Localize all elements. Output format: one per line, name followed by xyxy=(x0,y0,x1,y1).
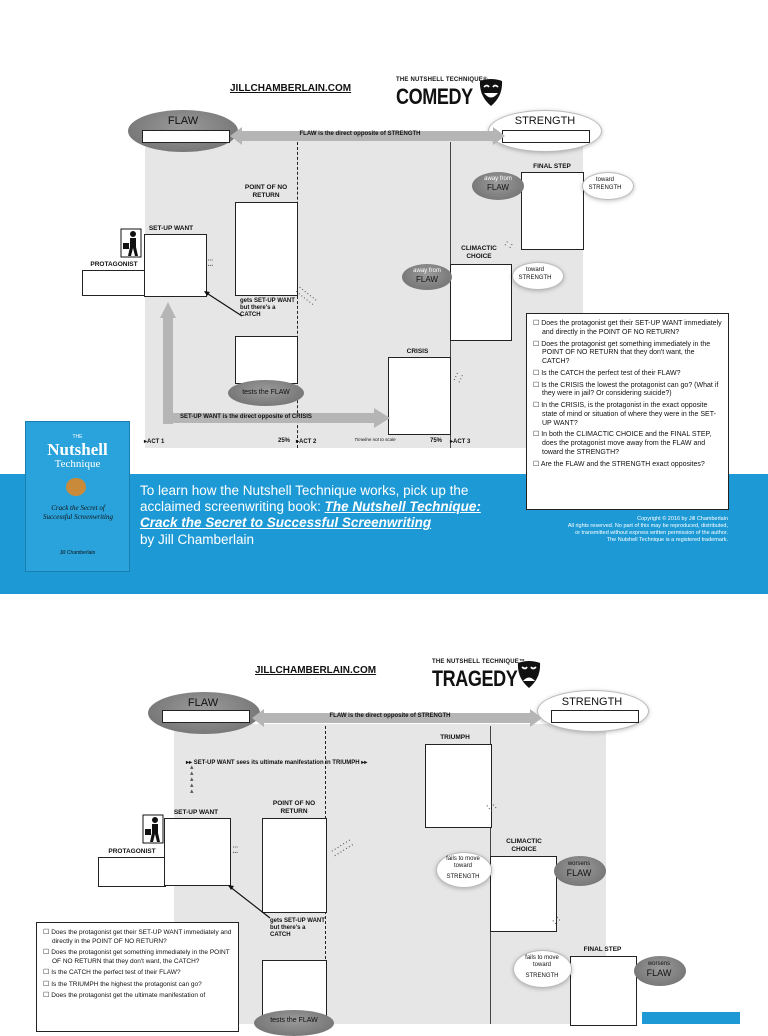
promo-line-1: To learn how the Nutshell Technique work… xyxy=(140,483,510,499)
comedy-mask-icon xyxy=(478,78,504,108)
strength-field[interactable] xyxy=(502,130,590,143)
setup-want-box[interactable] xyxy=(144,234,207,297)
book-nut-icon xyxy=(66,478,86,496)
footsteps-1: ⁚⁚⁚ xyxy=(207,258,213,269)
flaw-label: FLAW xyxy=(158,115,208,127)
checklist-item[interactable]: Does the protagonist get their SET-UP WA… xyxy=(533,320,722,338)
protagonist-field[interactable] xyxy=(82,270,146,296)
point-of-no-return-label-2: POINT OF NO RETURN xyxy=(266,800,322,816)
setup-crisis-arrow xyxy=(160,296,390,430)
protagonist-label-2: PROTAGONIST xyxy=(100,848,164,856)
setup-want-label: SET-UP WANT xyxy=(146,225,196,233)
away-flaw-word-1: FLAW xyxy=(404,275,450,284)
triumph-label: TRIUMPH xyxy=(430,734,480,742)
checklist-item[interactable]: Does the protagonist get their SET-UP WA… xyxy=(43,929,232,946)
climactic-choice-label-2: CLIMACTIC CHOICE xyxy=(500,838,548,854)
timeline-note: Timeline not to scale xyxy=(345,437,405,442)
point-of-no-return-label: POINT OF NO RETURN xyxy=(240,184,292,200)
checklist-item[interactable]: Does the protagonist get the ultimate ma… xyxy=(43,992,232,1001)
fails-label-2: fails to move toward xyxy=(518,955,566,969)
fails-strength-word-1: STRENGTH xyxy=(440,874,486,881)
final-step-label-2: FINAL STEP xyxy=(575,946,630,954)
brand-label-2: THE NUTSHELL TECHNIQUE™ xyxy=(432,659,525,665)
copyright: Copyright © 2016 by Jill Chamberlain All… xyxy=(470,516,728,545)
final-step-box[interactable] xyxy=(521,172,584,250)
crisis-label: CRISIS xyxy=(395,348,440,356)
checklist-item[interactable]: In the CRISIS, is the protagonist in the… xyxy=(533,402,722,428)
promo-text: To learn how the Nutshell Technique work… xyxy=(140,483,510,548)
promo-book-link-2[interactable]: Crack the Secret to Successful Screenwri… xyxy=(140,515,431,530)
checklist-item[interactable]: Does the protagonist get something immed… xyxy=(43,949,232,966)
protagonist-icon-2 xyxy=(142,814,164,844)
book-cover[interactable]: THE Nutshell Technique Crack the Secret … xyxy=(25,421,130,572)
promo-book-link[interactable]: The Nutshell Technique: xyxy=(325,499,481,514)
book-title-2: Technique xyxy=(26,458,129,470)
strength-field-2[interactable] xyxy=(551,710,639,723)
toward-label-1: toward xyxy=(512,267,558,274)
checklist-item[interactable]: Is the CRISIS the lowest the protagonist… xyxy=(533,382,722,400)
flaw-field-2[interactable] xyxy=(162,710,250,723)
genre-title: COMEDY xyxy=(396,84,473,110)
triumph-box[interactable] xyxy=(425,744,492,828)
toward-strength-word-1: STRENGTH xyxy=(512,275,558,282)
genre-title-2: TRAGEDY xyxy=(432,666,517,692)
setup-want-label-2: SET-UP WANT xyxy=(170,809,222,817)
triumph-arrows: ▴▴▴▴▴ xyxy=(190,765,193,795)
checklist-item[interactable]: Is the CATCH the perfect test of their F… xyxy=(533,370,722,379)
toward-label-2: toward xyxy=(582,177,628,184)
away-flaw-word-2: FLAW xyxy=(475,183,521,192)
tragedy-banner-corner xyxy=(642,1012,740,1024)
setup-want-box-2[interactable] xyxy=(164,818,231,886)
promo-line-3: Crack the Secret to Successful Screenwri… xyxy=(140,515,510,531)
site-link[interactable]: JILLCHAMBERLAIN.COM xyxy=(230,83,351,94)
checklist-item[interactable]: In both the CLIMACTIC CHOICE and the FIN… xyxy=(533,431,722,457)
promo-by: by Jill Chamberlain xyxy=(140,532,510,548)
act3-label: ▸ACT 3 xyxy=(450,438,470,445)
book-title-1: Nutshell xyxy=(26,440,129,460)
climactic-choice-box-2[interactable] xyxy=(490,856,557,932)
site-link-2[interactable]: JILLCHAMBERLAIN.COM xyxy=(255,665,376,676)
climactic-choice-label: CLIMACTIC CHOICE xyxy=(455,245,503,261)
final-step-label: FINAL STEP xyxy=(526,163,578,171)
checklist-item[interactable]: Is the CATCH the perfect test of their F… xyxy=(43,969,232,978)
final-step-box-2[interactable] xyxy=(570,956,637,1026)
book-author: Jill Chamberlain xyxy=(26,550,129,556)
promo-line-2: acclaimed screenwriting book: The Nutshe… xyxy=(140,499,510,515)
footsteps-5: ⁚⁚⁚ xyxy=(232,845,238,856)
strength-label-2: STRENGTH xyxy=(552,696,632,708)
fails-label-1: fails to move toward xyxy=(440,856,486,870)
flaw-strength-note-2: FLAW is the direct opposite of STRENGTH xyxy=(310,713,470,720)
pct75-label: 75% xyxy=(430,438,442,444)
fails-strength-word-2: STRENGTH xyxy=(518,973,566,980)
protagonist-label: PROTAGONIST xyxy=(86,261,142,269)
tragedy-checklist: Does the protagonist get their SET-UP WA… xyxy=(36,922,239,1032)
catch-pointer-arrow-2 xyxy=(226,884,272,920)
protagonist-icon xyxy=(120,228,142,258)
book-subtitle: Crack the Secret of Successful Screenwri… xyxy=(38,504,118,522)
flaw-label-2: FLAW xyxy=(178,697,228,709)
climactic-choice-box[interactable] xyxy=(450,264,512,341)
point-of-no-return-box[interactable] xyxy=(235,202,298,296)
tragedy-mask-icon xyxy=(516,660,542,690)
setup-crisis-note: SET-UP WANT is the direct opposite of CR… xyxy=(180,414,360,421)
triumph-note: ▸▸ SET-UP WANT sees its ultimate manifes… xyxy=(186,760,426,767)
comedy-checklist: Does the protagonist get their SET-UP WA… xyxy=(526,313,729,510)
checklist-item[interactable]: Does the protagonist get something immed… xyxy=(533,341,722,367)
checklist-item[interactable]: Are the FLAW and the STRENGTH exact oppo… xyxy=(533,461,722,470)
flaw-field[interactable] xyxy=(142,130,230,143)
toward-strength-word-2: STRENGTH xyxy=(582,185,628,192)
flaw-strength-note: FLAW is the direct opposite of STRENGTH xyxy=(280,131,440,138)
worsens-flaw-word-1: FLAW xyxy=(556,868,602,878)
strength-label: STRENGTH xyxy=(505,115,585,127)
checklist-item[interactable]: Is the TRIUMPH the highest the protagoni… xyxy=(43,981,232,990)
catch-note-2: gets SET-UP WANT but there's a CATCH xyxy=(270,918,326,940)
brand-label: THE NUTSHELL TECHNIQUE® xyxy=(396,77,488,83)
pct25-label: 25% xyxy=(278,438,290,444)
tests-flaw-label-2: tests the FLAW xyxy=(262,1017,326,1025)
worsens-flaw-word-2: FLAW xyxy=(636,968,682,978)
protagonist-field-2[interactable] xyxy=(98,857,166,887)
act2-label: ▸ACT 2 xyxy=(296,438,316,445)
crisis-box[interactable] xyxy=(388,357,451,435)
act1-label: ▸ACT 1 xyxy=(144,438,164,445)
